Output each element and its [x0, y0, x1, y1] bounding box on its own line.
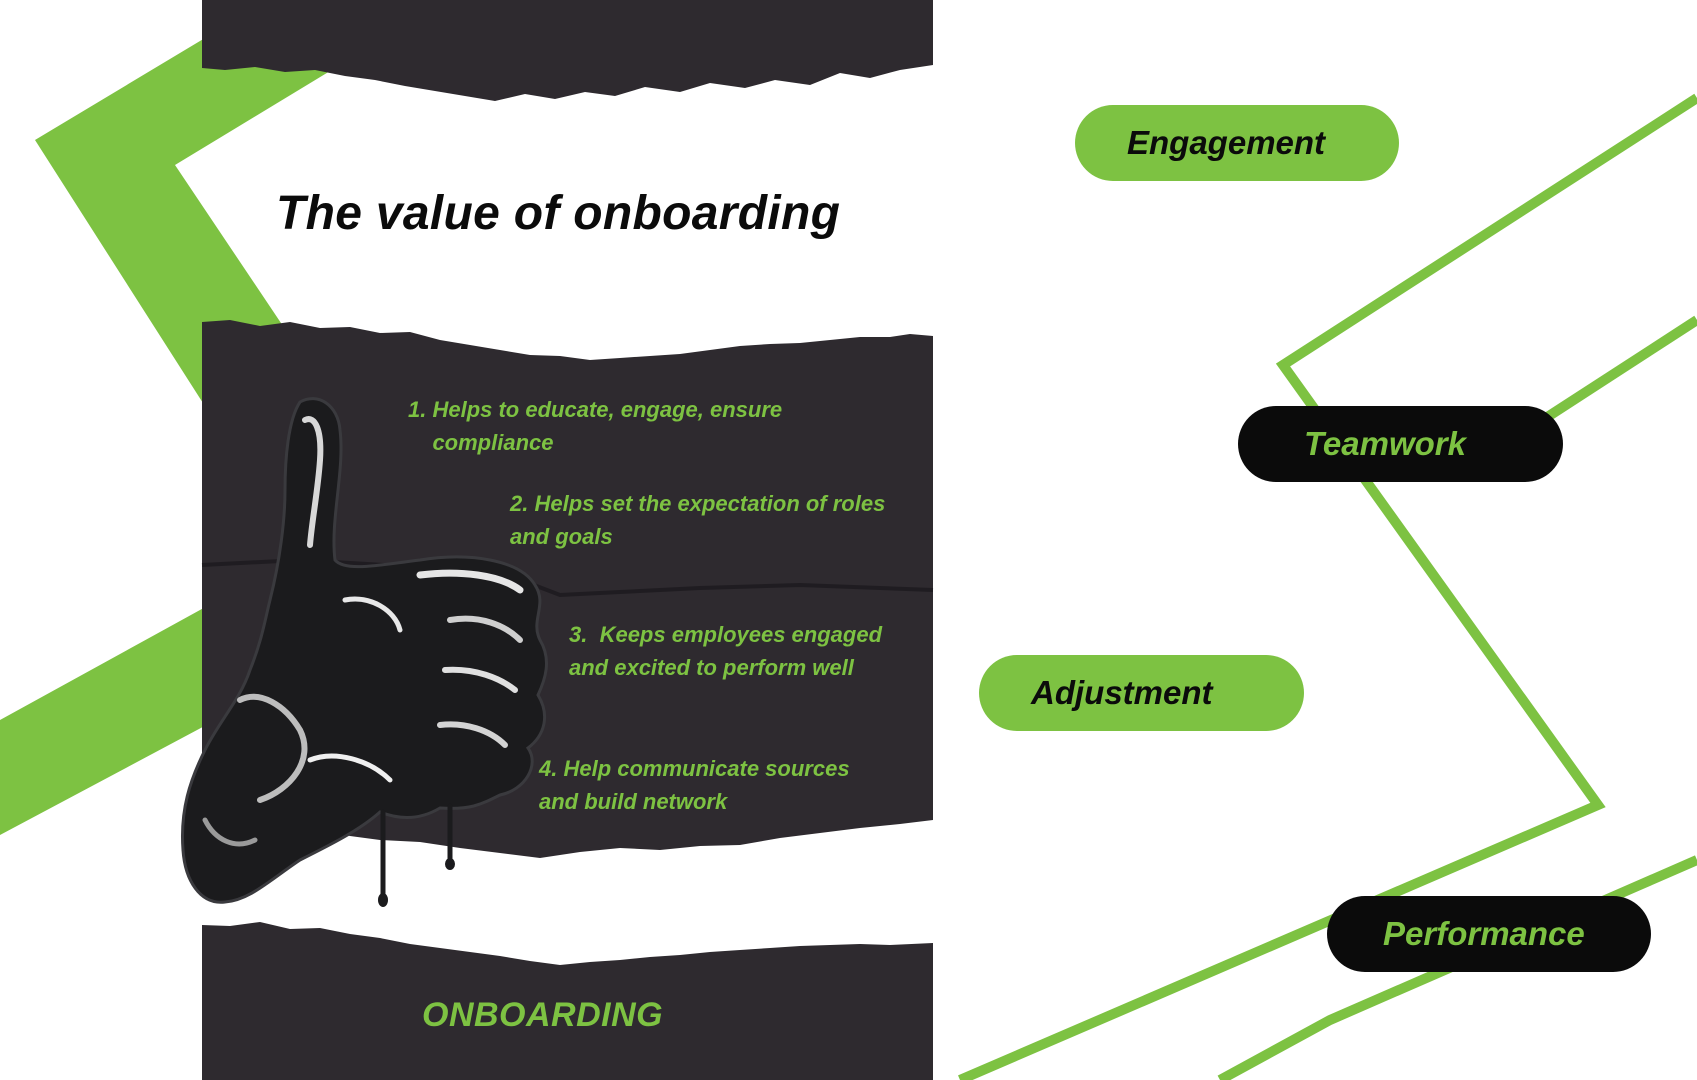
pill-engagement: Engagement	[1075, 105, 1399, 181]
dark-panel-bottom	[202, 922, 933, 1080]
slide-title: The value of onboarding	[276, 187, 841, 240]
onboarding-banner: ONBOARDING	[422, 996, 664, 1034]
point-4: 4. Help communicate sources and build ne…	[539, 756, 850, 814]
thumbs-up-icon	[180, 397, 548, 907]
pill-performance: Performance	[1327, 896, 1651, 972]
point-2: 2. Helps set the expectation of roles an…	[510, 491, 886, 549]
green-zigzag-outer	[958, 93, 1697, 1080]
pill-performance-label: Performance	[1383, 915, 1585, 952]
pill-teamwork-label: Teamwork	[1304, 425, 1467, 462]
dark-panel-top	[202, 0, 933, 101]
point-3: 3. Keeps employees engaged and excited t…	[569, 622, 883, 680]
green-zigzag-inner	[1532, 315, 1697, 430]
pill-adjustment: Adjustment	[979, 655, 1304, 731]
pill-engagement-label: Engagement	[1127, 124, 1326, 161]
point-1: 1. Helps to educate, engage, ensure comp…	[408, 397, 783, 455]
pill-adjustment-label: Adjustment	[1031, 674, 1213, 711]
pill-teamwork: Teamwork	[1238, 406, 1563, 482]
